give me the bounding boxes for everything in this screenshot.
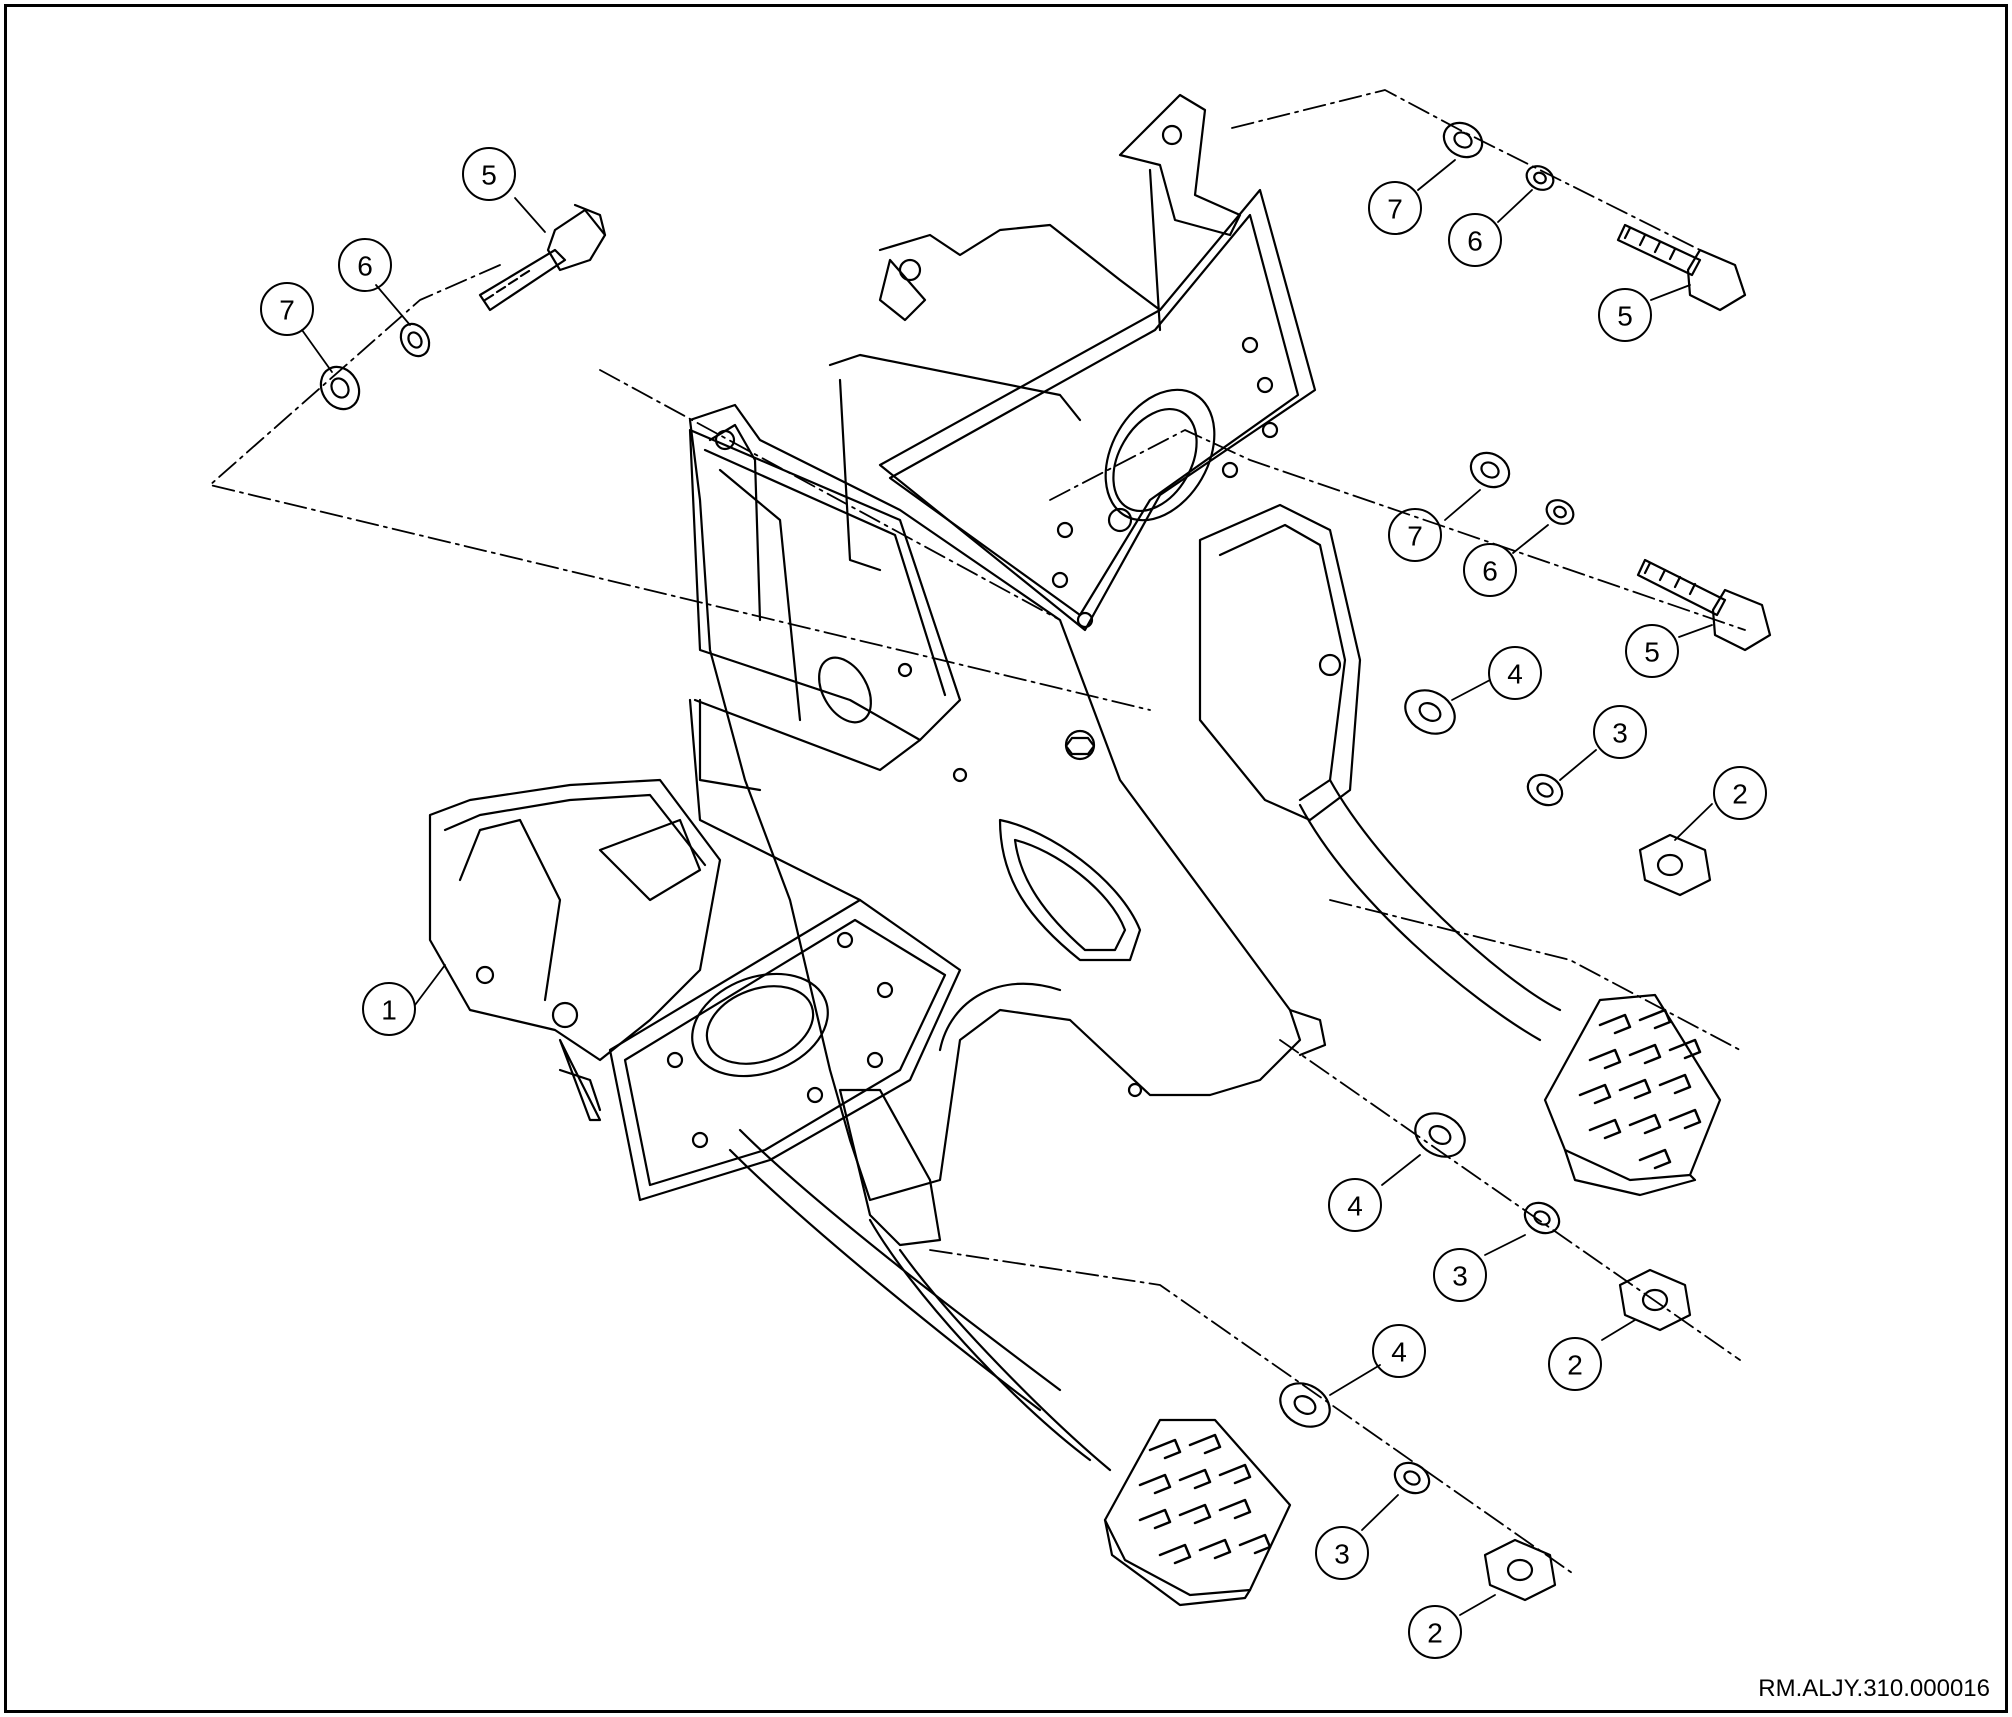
callout-label: 6	[1467, 226, 1483, 257]
bolt-set-upper-right	[1442, 121, 1747, 312]
callout-circles	[260, 147, 1767, 1659]
left-pedal-arm	[728, 1088, 1112, 1472]
left-column-bracket	[688, 428, 962, 902]
fastener-set-lower-middle	[1414, 1112, 1692, 1332]
right-pedal-arm	[1198, 503, 1562, 1042]
callout-label: 6	[357, 251, 373, 282]
callout-label: 2	[1427, 1618, 1443, 1649]
assembly-lines	[209, 89, 1746, 1576]
bolt-set-upper-left	[319, 203, 607, 411]
diagram-frame	[4, 4, 2008, 1713]
callout-label: 2	[1732, 779, 1748, 810]
reference-code: RM.ALJY.310.000016	[1758, 1675, 1990, 1702]
callout-label: 5	[1617, 301, 1633, 332]
callout-leaders	[301, 159, 1713, 1616]
left-pedal-pad	[1103, 1418, 1292, 1607]
callout-label: 4	[1347, 1191, 1363, 1222]
callout-label: 4	[1507, 659, 1523, 690]
callout-label: 7	[1407, 521, 1423, 552]
left-pedal-box	[428, 778, 722, 1122]
main-bracket-body	[688, 403, 1327, 1202]
callout-label: 7	[279, 295, 295, 326]
fastener-set-right-pivot	[1404, 689, 1712, 897]
bolt-set-middle-right	[1469, 451, 1772, 652]
upper-mounting-flange	[878, 188, 1317, 632]
right-pedal-pad	[1543, 993, 1722, 1197]
rear-upper-bracket	[828, 223, 1162, 572]
upper-tab	[1118, 93, 1242, 332]
callout-label: 3	[1334, 1539, 1350, 1570]
callout-label: 3	[1612, 718, 1628, 749]
callout-label: 5	[481, 160, 497, 191]
callout-label: 2	[1567, 1350, 1583, 1381]
front-mounting-flange	[608, 898, 962, 1202]
callout-label: 4	[1391, 1337, 1407, 1368]
callout-label: 1	[381, 995, 397, 1026]
callout-label: 5	[1644, 637, 1660, 668]
callout-label: 7	[1387, 194, 1403, 225]
callout-label: 3	[1452, 1261, 1468, 1292]
fastener-set-lowest	[1279, 1382, 1557, 1602]
callout-label: 6	[1482, 556, 1498, 587]
